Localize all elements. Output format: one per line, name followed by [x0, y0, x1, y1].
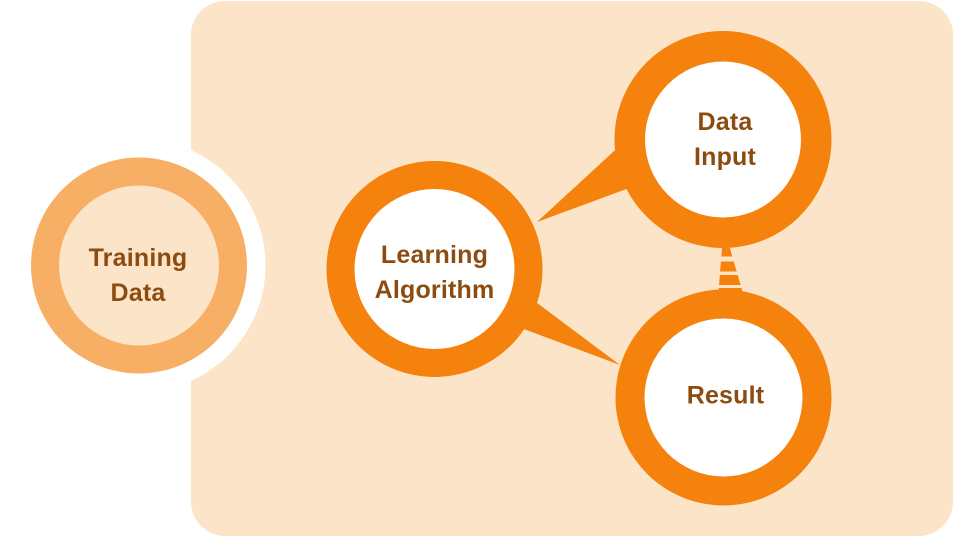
background-panel	[191, 1, 953, 536]
dash-segment	[720, 261, 737, 272]
training-node-label-line1: Training	[89, 244, 188, 272]
algorithm-node-inner	[354, 189, 515, 349]
dash-segment	[719, 275, 741, 285]
algorithm-node-label-line2: Algorithm	[375, 276, 495, 304]
result-node-inner	[644, 318, 803, 477]
input-node-label-line2: Input	[694, 143, 757, 171]
training-node-inner	[59, 185, 219, 346]
input-node-label-line1: Data	[698, 108, 754, 136]
result-node-label: Result	[687, 382, 765, 410]
input-node-inner	[645, 61, 801, 218]
dash-segment	[721, 248, 733, 257]
training-node-label-line2: Data	[111, 279, 167, 307]
algorithm-node-label-line1: Learning	[381, 241, 488, 269]
